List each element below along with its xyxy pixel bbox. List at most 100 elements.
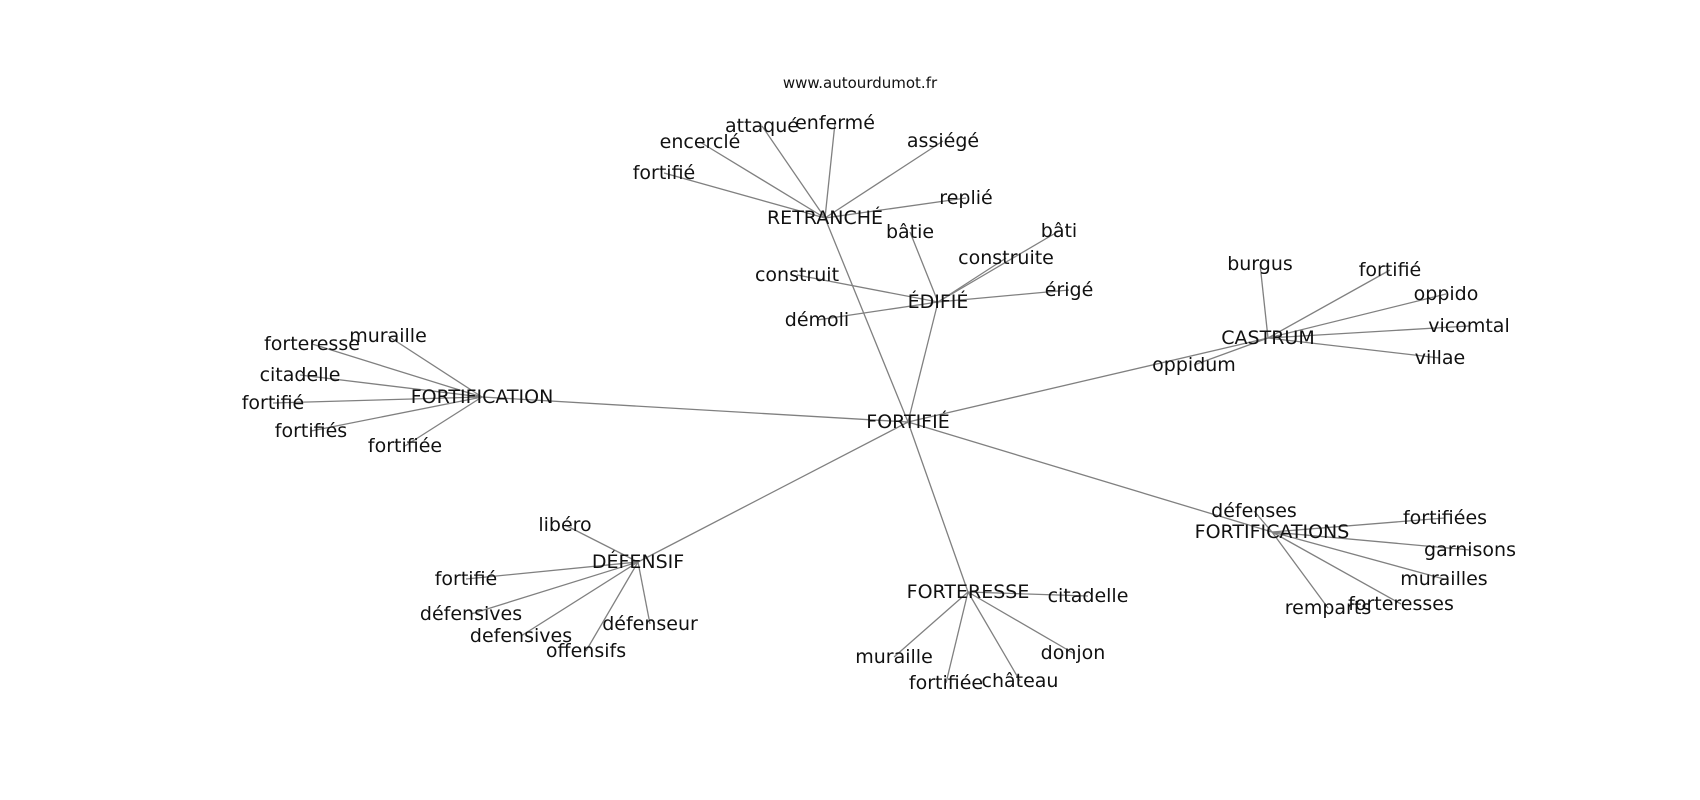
edge-fortifie-center-to-fortification [481, 396, 909, 423]
edge-forteresse-hub-to-t-muraille [893, 591, 969, 658]
edge-forteresse-hub-to-t-citadelle [967, 591, 1089, 597]
edge-fortification-to-f-fortifie [272, 396, 483, 404]
edge-defensif-to-d-defenseur [637, 561, 651, 625]
edge-castrum-to-c-fortifie [1267, 269, 1391, 339]
edge-fortification-to-f-forteresse [311, 343, 483, 398]
node-fortification: FORTIFICATION [411, 386, 554, 408]
node-castrum: CASTRUM [1221, 327, 1314, 349]
edge-retranche-to-r-replie [824, 197, 967, 219]
node-e-bati: bâti [1041, 220, 1077, 242]
node-f-fortifiee: fortifiée [368, 435, 442, 457]
edge-fortifications-to-s-forteresses [1271, 531, 1402, 605]
edge-fortifications-to-s-garnisons [1271, 531, 1471, 551]
node-r-replie: replié [939, 187, 992, 209]
edge-fortifications-to-s-remparts [1271, 531, 1329, 609]
node-r-encercle: encerclé [660, 131, 741, 153]
edge-fortifie-center-to-fortifications [907, 421, 1273, 533]
node-defensif: DÉFENSIF [592, 550, 684, 573]
node-edifie: ÉDIFIÉ [908, 290, 969, 313]
node-t-fortifiee: fortifiée [909, 672, 983, 694]
node-e-erige: érigé [1045, 279, 1094, 301]
edge-fortification-to-f-fortifiee [404, 396, 483, 447]
node-t-chateau: château [982, 670, 1059, 692]
edges-layer [272, 122, 1471, 684]
edge-fortification-to-f-fortifies [310, 396, 483, 432]
edge-fortifie-center-to-retranche [824, 217, 909, 423]
edge-defensif-to-d-defensives2 [520, 561, 639, 637]
node-d-fortifie: fortifié [435, 568, 498, 590]
node-d-defensives2: defensives [470, 625, 572, 647]
node-e-construite: construite [958, 247, 1054, 269]
node-s-remparts: remparts [1285, 597, 1371, 619]
node-r-enferme: enfermé [795, 112, 875, 134]
node-r-fortifie: fortifié [633, 162, 696, 184]
edge-forteresse-hub-to-t-chateau [967, 591, 1021, 682]
edge-castrum-to-c-villae [1267, 337, 1441, 359]
node-e-demoli: démoli [785, 309, 849, 331]
node-r-attaque: attaqué [725, 115, 799, 137]
node-d-libero: libéro [538, 514, 591, 536]
node-d-defenseur: défenseur [602, 613, 698, 635]
edge-edifie-to-e-bati [937, 230, 1060, 303]
edge-defensif-to-d-libero [564, 524, 639, 563]
edge-fortifie-center-to-edifie [907, 301, 939, 423]
node-c-burgus: burgus [1227, 253, 1293, 275]
edge-fortifications-to-s-fortifiees [1271, 517, 1446, 533]
edge-edifie-to-e-demoli [816, 301, 939, 321]
node-c-vicomtal: vicomtal [1428, 315, 1509, 337]
node-e-construit: construit [755, 264, 839, 286]
edge-edifie-to-e-erige [937, 289, 1070, 303]
edge-fortifications-to-s-defenses [1253, 510, 1273, 533]
node-d-offensifs: offensifs [546, 640, 626, 662]
nodes-layer: FORTIFIÉ RETRANCHÉ ÉDIFIÉ CASTRUM FORTIFICAT… [242, 112, 1516, 694]
edge-retranche-to-r-fortifie [663, 172, 826, 219]
site-credit: www.autourdumot.fr [783, 74, 938, 92]
node-fortifications: FORTIFICATIONS [1195, 521, 1350, 543]
edge-fortification-to-f-muraille [387, 335, 483, 398]
edge-castrum-to-c-burgus [1259, 263, 1269, 339]
node-forteresse-hub: FORTERESSE [907, 581, 1030, 603]
node-t-citadelle: citadelle [1048, 585, 1129, 607]
node-t-muraille: muraille [855, 646, 933, 668]
edge-retranche-to-r-encercle [699, 141, 826, 219]
edge-defensif-to-d-offensifs [585, 561, 639, 652]
node-e-batie: bâtie [886, 221, 934, 243]
node-s-forteresses: forteresses [1348, 593, 1454, 615]
edge-edifie-to-e-batie [909, 231, 939, 303]
node-t-donjon: donjon [1041, 642, 1106, 664]
node-c-fortifie: fortifié [1359, 259, 1422, 281]
edge-retranche-to-r-assiege [824, 140, 944, 219]
edge-forteresse-hub-to-t-donjon [967, 591, 1074, 654]
node-c-villae: villae [1415, 347, 1465, 369]
edge-fortification-to-f-citadelle [299, 374, 483, 398]
node-r-assiege: assiégé [907, 130, 979, 152]
node-s-defenses: défenses [1211, 500, 1297, 522]
node-f-citadelle: citadelle [260, 364, 341, 386]
edge-edifie-to-e-construit [796, 274, 939, 303]
edge-defensif-to-d-fortifie [465, 561, 639, 580]
node-s-fortifiees: fortifiées [1403, 507, 1487, 529]
node-s-murailles: murailles [1400, 568, 1487, 590]
node-f-fortifie: fortifié [242, 392, 305, 414]
node-retranche: RETRANCHÉ [767, 206, 883, 229]
edge-defensif-to-d-defensives [470, 561, 639, 615]
edge-retranche-to-r-enferme [824, 122, 836, 219]
edge-fortifie-center-to-forteresse-hub [907, 421, 969, 593]
edge-retranche-to-r-attaque [761, 125, 826, 219]
node-f-forteresse: forteresse [264, 333, 360, 355]
node-d-defensives: défensives [420, 603, 522, 625]
edge-forteresse-hub-to-t-fortifiee [945, 591, 969, 684]
edge-castrum-to-c-oppidum [1193, 337, 1269, 366]
node-c-oppido: oppido [1414, 283, 1479, 305]
edge-fortifications-to-s-murailles [1271, 531, 1445, 580]
edge-castrum-to-c-vicomtal [1267, 325, 1470, 339]
node-c-oppidum: oppidum [1152, 354, 1236, 376]
node-f-fortifies: fortifiés [275, 420, 347, 442]
node-f-muraille: muraille [349, 325, 427, 347]
edge-edifie-to-e-construite [937, 257, 1007, 303]
node-s-garnisons: garnisons [1424, 539, 1516, 561]
edge-fortifie-center-to-castrum [907, 337, 1269, 423]
node-fortifie-center: FORTIFIÉ [866, 410, 949, 433]
edge-fortifie-center-to-defensif [637, 421, 909, 563]
